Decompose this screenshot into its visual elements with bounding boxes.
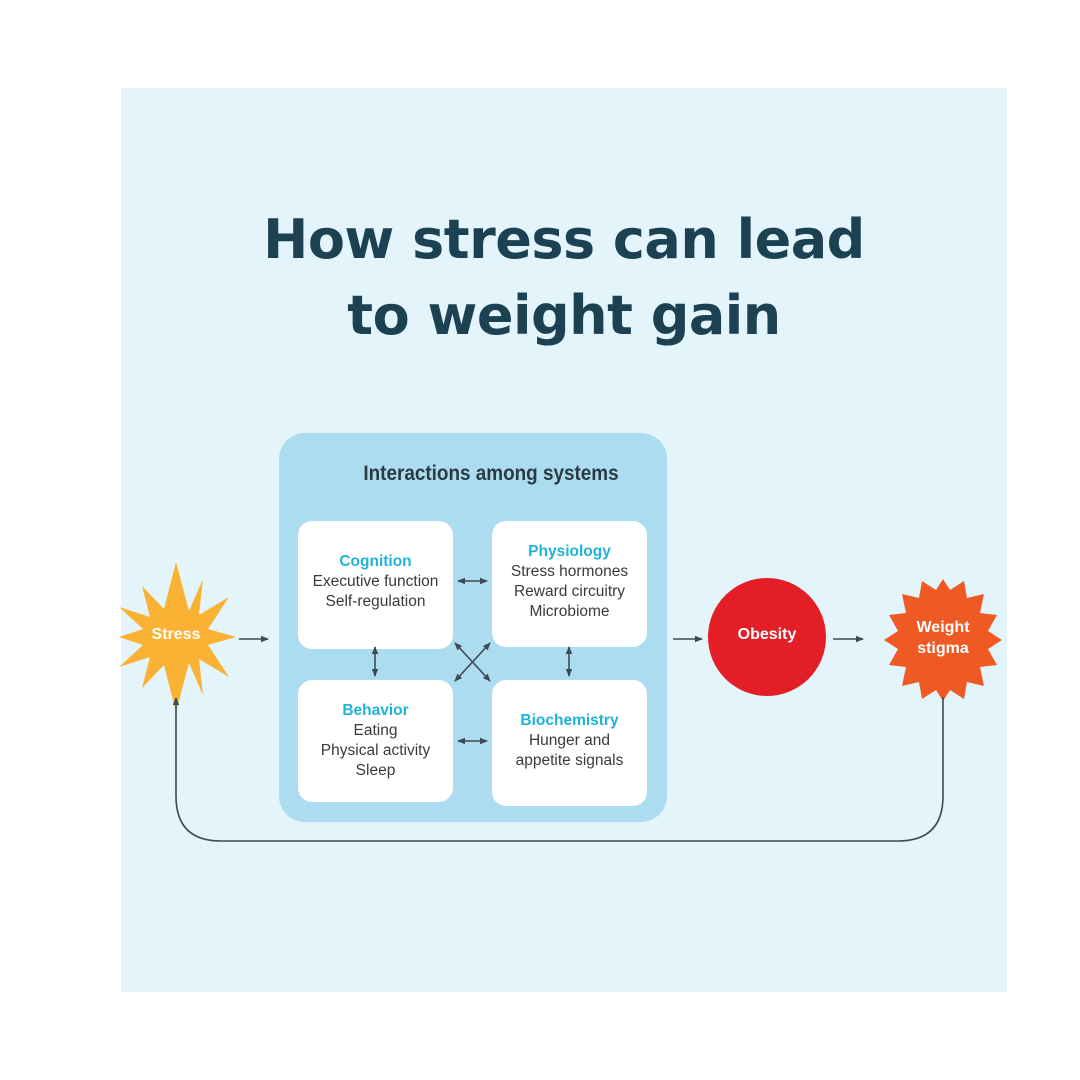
behavior-item: Eating xyxy=(353,722,398,739)
cognition-heading: Cognition xyxy=(339,553,412,570)
cognition-box: Cognition Executive function Self-regula… xyxy=(298,521,453,649)
behavior-box: Behavior Eating Physical activity Sleep xyxy=(298,680,453,802)
systems-title: Interactions among systems xyxy=(363,462,619,485)
obesity-circle xyxy=(708,578,826,696)
physiology-item: Reward circuitry xyxy=(513,583,626,600)
diagram-title: How stress can lead to weight gain xyxy=(121,202,1007,354)
obesity-label: Obesity xyxy=(737,626,797,643)
behavior-item: Physical activity xyxy=(320,742,431,759)
behavior-heading: Behavior xyxy=(342,702,409,719)
title-line-1: How stress can lead xyxy=(263,208,865,271)
physiology-box: Physiology Stress hormones Reward circui… xyxy=(492,521,647,647)
stress-starburst xyxy=(119,562,236,712)
stress-label: Stress xyxy=(151,626,201,643)
feedback-loop-arrow xyxy=(172,697,944,842)
weight-stigma-badge xyxy=(884,579,1002,701)
physiology-item: Microbiome xyxy=(529,603,610,620)
arrow-physiology-behavior xyxy=(454,642,491,682)
behavior-item: Sleep xyxy=(355,762,396,779)
biochemistry-item: appetite signals xyxy=(515,752,624,769)
weight-stigma-line-2: stigma xyxy=(917,640,969,657)
weight-stigma-label: Weight stigma xyxy=(893,617,993,659)
physiology-item: Stress hormones xyxy=(510,563,629,580)
biochemistry-box: Biochemistry Hunger and appetite signals xyxy=(492,680,647,806)
title-line-2: to weight gain xyxy=(347,284,781,347)
physiology-heading: Physiology xyxy=(528,543,611,560)
cognition-item: Executive function xyxy=(312,573,439,590)
cognition-item: Self-regulation xyxy=(325,593,426,610)
weight-stigma-line-1: Weight xyxy=(916,619,970,636)
biochemistry-item: Hunger and xyxy=(528,732,610,749)
biochemistry-heading: Biochemistry xyxy=(520,712,619,729)
